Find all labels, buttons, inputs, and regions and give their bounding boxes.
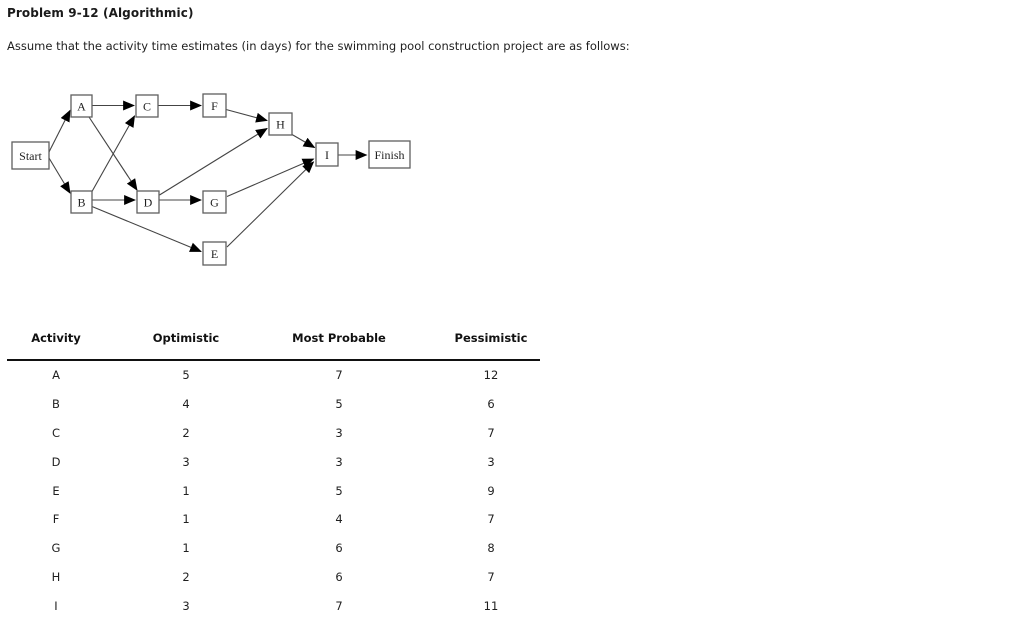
column-header-pessimistic: Pessimistic xyxy=(454,331,528,345)
node-box-D xyxy=(136,190,160,214)
edge-Start-A xyxy=(48,109,71,153)
node-label-H: H xyxy=(276,118,285,132)
edge-F-H xyxy=(225,108,268,123)
table-row: C 2 3 7 xyxy=(7,419,571,448)
cell-activity: B xyxy=(52,397,60,412)
node-box-F xyxy=(202,93,227,118)
cell-most-probable: 5 xyxy=(335,397,343,412)
node-box-B xyxy=(70,190,93,214)
cell-pessimistic: 8 xyxy=(487,541,495,556)
table-row: F 1 4 7 xyxy=(7,505,571,534)
edge-B-E xyxy=(91,205,202,253)
table-header-row: Activity Optimistic Most Probable Pessim… xyxy=(7,331,571,345)
cell-optimistic: 1 xyxy=(182,483,190,498)
cell-optimistic: 4 xyxy=(182,397,190,412)
cell-most-probable: 7 xyxy=(335,368,343,383)
column-header-optimistic: Optimistic xyxy=(152,331,220,345)
cell-optimistic: 3 xyxy=(182,598,190,613)
cell-optimistic: 1 xyxy=(182,541,190,556)
node-box-C xyxy=(135,94,159,118)
project-network-diagram: Start A B C D E F G H I Finish xyxy=(11,93,411,266)
cell-most-probable: 6 xyxy=(335,569,343,584)
node-box-G xyxy=(202,190,227,214)
node-box-A xyxy=(70,94,93,118)
intro-text: Assume that the activity time estimates … xyxy=(7,39,630,53)
node-box-I xyxy=(315,142,339,167)
node-label-F: F xyxy=(211,99,218,113)
cell-activity: H xyxy=(51,569,61,584)
node-label-E: E xyxy=(211,247,218,261)
cell-pessimistic: 7 xyxy=(487,569,495,584)
cell-activity: D xyxy=(51,454,61,469)
node-label-I: I xyxy=(325,148,329,162)
cell-optimistic: 3 xyxy=(182,454,190,469)
column-header-activity: Activity xyxy=(31,331,81,345)
cell-most-probable: 6 xyxy=(335,541,343,556)
edge-Start-B xyxy=(48,157,71,194)
node-box-E xyxy=(202,241,227,266)
edge-D-H xyxy=(159,127,268,196)
node-label-G: G xyxy=(210,196,219,210)
node-box-H xyxy=(268,112,293,136)
table-row: I 3 7 11 xyxy=(7,591,571,620)
cell-pessimistic: 9 xyxy=(487,483,495,498)
cell-activity: I xyxy=(54,598,58,613)
table-header-rule xyxy=(7,359,540,361)
cell-optimistic: 2 xyxy=(182,425,190,440)
table-row: B 4 5 6 xyxy=(7,390,571,419)
cell-most-probable: 7 xyxy=(335,598,343,613)
cell-activity: G xyxy=(51,541,61,556)
table-row: A 5 7 12 xyxy=(7,361,571,390)
table-row: E 1 5 9 xyxy=(7,476,571,505)
edge-E-I xyxy=(226,161,315,248)
cell-pessimistic: 7 xyxy=(487,512,495,527)
cell-activity: F xyxy=(52,512,60,527)
edge-B-C xyxy=(91,115,135,192)
cell-pessimistic: 11 xyxy=(483,598,499,613)
edge-H-I xyxy=(291,134,316,148)
cell-activity: A xyxy=(52,368,60,383)
cell-most-probable: 5 xyxy=(335,483,343,498)
node-label-Start: Start xyxy=(19,149,42,163)
cell-activity: C xyxy=(51,425,61,440)
cell-most-probable: 4 xyxy=(335,512,343,527)
column-header-most-probable: Most Probable xyxy=(292,331,386,345)
cell-activity: E xyxy=(52,483,60,498)
cell-pessimistic: 6 xyxy=(487,397,495,412)
node-label-B: B xyxy=(77,196,85,210)
cell-optimistic: 2 xyxy=(182,569,190,584)
cell-most-probable: 3 xyxy=(335,454,343,469)
problem-title: Problem 9-12 (Algorithmic) xyxy=(7,6,194,20)
cell-pessimistic: 7 xyxy=(487,425,495,440)
node-label-C: C xyxy=(143,100,151,114)
cell-most-probable: 3 xyxy=(335,425,343,440)
cell-pessimistic: 3 xyxy=(487,454,495,469)
table-row: G 1 6 8 xyxy=(7,534,571,563)
cell-optimistic: 1 xyxy=(182,512,190,527)
node-label-D: D xyxy=(144,196,153,210)
table-row: H 2 6 7 xyxy=(7,563,571,592)
node-label-Finish: Finish xyxy=(374,148,404,162)
edge-G-I xyxy=(226,158,315,198)
cell-pessimistic: 12 xyxy=(483,368,499,383)
cell-optimistic: 5 xyxy=(182,368,190,383)
node-box-Start xyxy=(11,141,50,170)
node-label-A: A xyxy=(77,100,86,114)
node-box-Finish xyxy=(368,140,411,169)
table-row: D 3 3 3 xyxy=(7,447,571,476)
